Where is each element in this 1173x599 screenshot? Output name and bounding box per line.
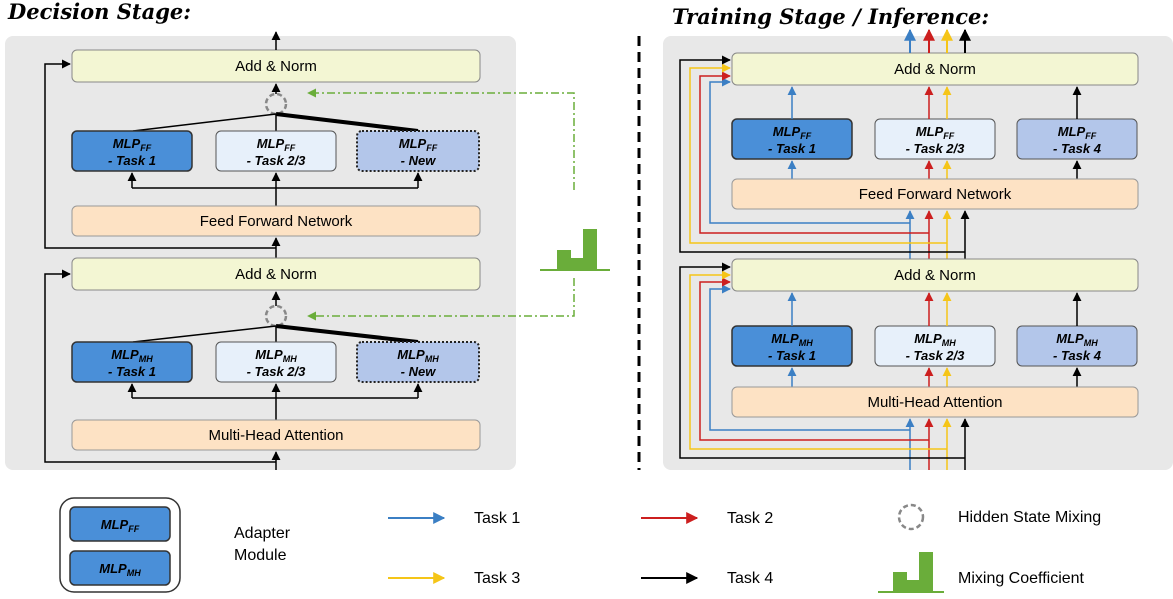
task3-residual [689, 270, 947, 450]
add-norm-label: Add & Norm [894, 267, 976, 284]
add-norm-label: Add & Norm [235, 266, 317, 283]
mha-label: Multi-Head Attention [208, 427, 343, 444]
mlp-task-label: - Task 1 [768, 141, 816, 156]
mlp-ff-task23 [215, 130, 337, 172]
legend-mixing-circle-icon [897, 503, 925, 531]
mlp-task-label: - Task 2/3 [906, 141, 966, 156]
ffn-block-right [731, 178, 1139, 210]
legend-mlp-mh [69, 550, 171, 586]
svg-text:MLPMH: MLPMH [771, 331, 813, 348]
add-norm-block-bottom-left [71, 257, 481, 291]
svg-text:MLPMH: MLPMH [255, 347, 297, 364]
coefficient-arrow-top [307, 88, 575, 190]
svg-text:MLPFF: MLPFF [916, 124, 955, 141]
svg-text:MLPFF: MLPFF [399, 136, 438, 153]
svg-text:MLPFF: MLPFF [1058, 124, 1097, 141]
mlp-task-label: - Task 2/3 [247, 364, 307, 379]
mix-line [132, 113, 277, 132]
mlp-task-label: - Task 4 [1053, 141, 1102, 156]
svg-text:MLPFF: MLPFF [257, 136, 296, 153]
svg-text:MLPMH: MLPMH [111, 347, 153, 364]
mlp-ff-new [356, 130, 480, 172]
task1-residual [709, 77, 910, 224]
svg-text:MLPMH: MLPMH [914, 331, 956, 348]
mlp-mh-task23 [215, 341, 337, 383]
legend-task4-label: Task 4 [727, 570, 773, 587]
coefficient-arrow-bottom [307, 278, 575, 321]
mlp-mh-task1 [71, 341, 193, 383]
add-norm-block-top-right [731, 52, 1139, 86]
legend-task1-label: Task 1 [474, 510, 520, 527]
svg-text:MLPMH: MLPMH [99, 561, 141, 578]
add-norm-label: Add & Norm [235, 58, 317, 75]
mlp-task-label: - Task 4 [1053, 348, 1102, 363]
mha-label: Multi-Head Attention [867, 394, 1002, 411]
svg-text:MLPFF: MLPFF [113, 136, 152, 153]
ffn-block-left [71, 205, 481, 237]
legend-mixing-coef-label: Mixing Coefficient [958, 570, 1085, 587]
mlp-task-label: - Task 2/3 [247, 153, 307, 168]
adapter-label-line1: Adapter [234, 525, 291, 542]
task3-residual [689, 63, 947, 244]
add-norm-block-bottom-right [731, 258, 1139, 292]
decision-panel [5, 36, 516, 470]
add-norm-label: Add & Norm [894, 61, 976, 78]
mlp-mh-new [356, 341, 480, 383]
legend-mlp-ff [69, 506, 171, 542]
mlp-task-label: - New [401, 364, 437, 379]
task2-residual [699, 277, 929, 441]
mlp-task-label: - Task 1 [768, 348, 816, 363]
hidden-mixing-circle [264, 92, 288, 116]
ffn-label: Feed Forward Network [859, 186, 1012, 203]
task1-residual [709, 284, 910, 431]
mix-line-strong [275, 324, 419, 344]
task2-residual [699, 71, 929, 234]
residual-connection [44, 59, 276, 249]
mix-line-strong [275, 112, 419, 133]
legend-task3-label: Task 3 [474, 570, 520, 587]
legend-task2-label: Task 2 [727, 510, 773, 527]
residual-connection [44, 269, 276, 463]
mlp-task-label: - New [401, 153, 437, 168]
mlp-mh-task23-right [874, 325, 996, 367]
legend-mixing-coefficient-icon [878, 552, 944, 593]
mlp-ff-task23-right [874, 118, 996, 160]
svg-text:MLPMH: MLPMH [397, 347, 439, 364]
mix-line [132, 325, 277, 343]
task4-residual [679, 55, 965, 253]
svg-text:MLPFF: MLPFF [773, 124, 812, 141]
hidden-mixing-circle [264, 304, 288, 328]
svg-text:MLPFF: MLPFF [101, 517, 140, 534]
mlp-task-label: - Task 2/3 [906, 348, 966, 363]
mha-block-right [731, 386, 1139, 418]
mha-block-left [71, 419, 481, 451]
svg-text:MLPMH: MLPMH [1056, 331, 1098, 348]
mixing-coefficient-icon [540, 229, 610, 271]
mlp-task-label: - Task 1 [108, 364, 156, 379]
legend-hidden-mixing-label: Hidden State Mixing [958, 509, 1101, 526]
mlp-ff-task1 [71, 130, 193, 172]
adapter-label-line2: Module [234, 547, 287, 564]
decision-stage-title: Decision Stage: [7, 0, 191, 24]
task4-residual [679, 262, 965, 459]
ffn-label: Feed Forward Network [200, 213, 353, 230]
training-stage-title: Training Stage / Inference: [672, 4, 989, 29]
mlp-task-label: - Task 1 [108, 153, 156, 168]
legend: MLPFF MLPMH Adapter Module Task 1 Task 3… [59, 497, 1101, 593]
